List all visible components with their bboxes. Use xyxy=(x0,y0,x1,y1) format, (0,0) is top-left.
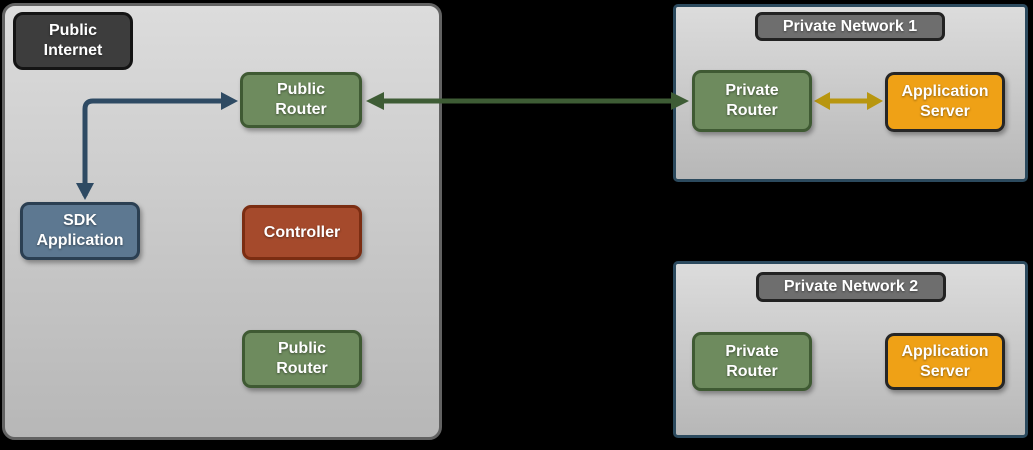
application-server-1-node: Application Server xyxy=(885,72,1005,132)
controller-label: Controller xyxy=(263,223,341,241)
public-router-top-label: Public Router xyxy=(275,81,327,118)
sdk-application-node: SDK Application xyxy=(20,202,140,260)
sdk-application-label: SDK Application xyxy=(36,212,124,249)
public-router-bottom-node: Public Router xyxy=(242,330,362,388)
application-server-2-label: Application Server xyxy=(901,342,989,380)
private-network-1-label: Private Network 1 xyxy=(755,12,945,41)
public-router-top-node: Public Router xyxy=(240,72,362,128)
private-router-2-label: Private Router xyxy=(725,342,779,380)
private-router-1-label: Private Router xyxy=(725,82,779,119)
controller-node: Controller xyxy=(242,205,362,260)
public-router-bottom-label: Public Router xyxy=(276,340,328,377)
private-router-1-node: Private Router xyxy=(692,70,812,132)
public-internet-label-text: Public Internet xyxy=(43,22,103,59)
private-network-2-label: Private Network 2 xyxy=(756,272,946,302)
private-router-2-node: Private Router xyxy=(692,332,812,391)
private-network-1-label-text: Private Network 1 xyxy=(782,17,918,35)
application-server-1-label: Application Server xyxy=(901,83,989,120)
application-server-2-node: Application Server xyxy=(885,333,1005,390)
public-internet-label: Public Internet xyxy=(13,12,133,70)
private-network-2-label-text: Private Network 2 xyxy=(783,278,919,296)
